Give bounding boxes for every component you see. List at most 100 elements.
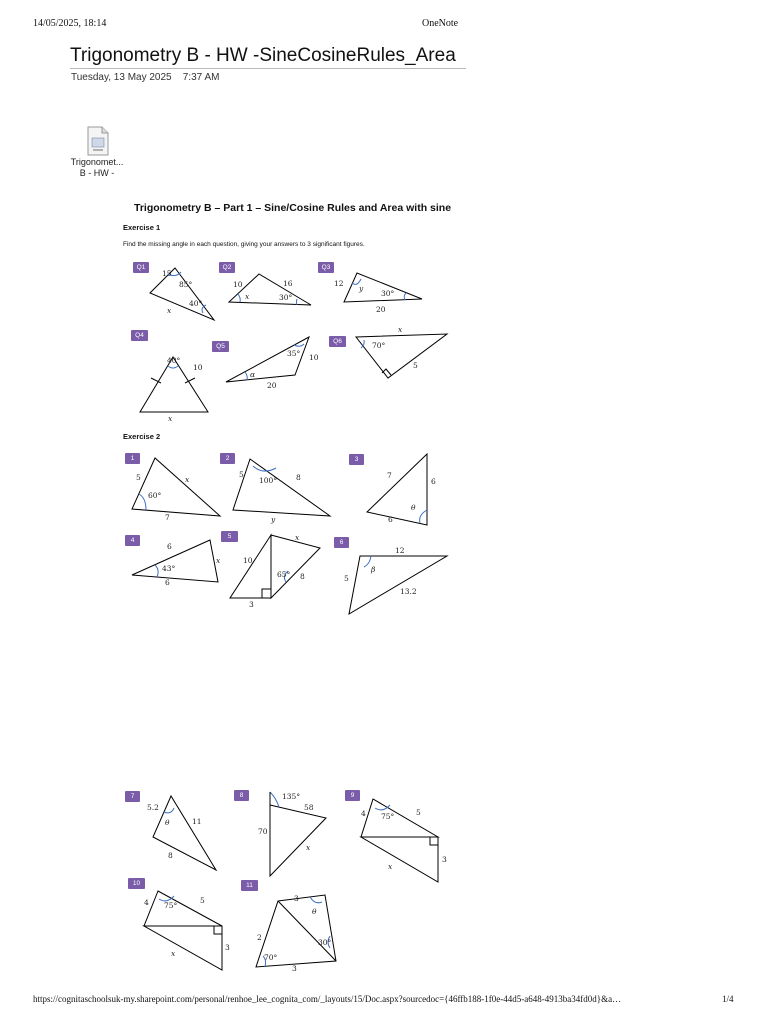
e5-angle-arc	[283, 570, 289, 583]
q3-label-side: 12	[334, 279, 344, 288]
e6-angle-arc	[363, 555, 372, 568]
q3-label-angle: 30°	[381, 289, 395, 298]
e5-right-angle	[261, 588, 272, 599]
badge-e10: 10	[128, 878, 145, 889]
badge-e8: 8	[234, 790, 249, 801]
q2-triangle-diagram: 10 16 x 30°	[227, 273, 312, 306]
q2-angle-arc	[237, 293, 241, 303]
e6-label-side: 5	[344, 574, 349, 583]
e5-label-side: 10	[243, 556, 253, 565]
q1-label-angle-top: 85°	[179, 280, 193, 289]
e3-triangle-diagram: 7 6 θ 6	[365, 452, 436, 526]
badge-q1: Q1	[133, 262, 149, 273]
q1-label-side: 15	[162, 269, 172, 278]
page-date: Tuesday, 13 May 2025 7:37 AM	[71, 72, 219, 83]
e11-label-theta: θ	[312, 907, 317, 916]
e10-right-angle	[213, 925, 223, 935]
e2-angle-arc	[252, 465, 277, 472]
exercise1-instruction: Find the missing angle in each question,…	[123, 241, 365, 248]
q1-triangle	[149, 267, 216, 322]
attachment-label[interactable]: Trigonomet... B - HW -	[67, 157, 127, 179]
e10-triangle-bottom	[142, 925, 223, 971]
q4-tick-left	[150, 377, 162, 384]
worksheet-title: Trigonometry B – Part 1 – Sine/Cosine Ru…	[134, 202, 452, 214]
badge-e5: 5	[221, 531, 238, 542]
e8-label-side: 58	[304, 803, 314, 812]
q2-label-side-left: 10	[233, 280, 243, 289]
badge-q3: Q3	[318, 262, 334, 273]
exercise2-heading: Exercise 2	[123, 432, 161, 441]
e5-label-side-right: 8	[300, 572, 305, 581]
badge-q6: Q6	[329, 336, 346, 347]
e9-label-right: 3	[442, 855, 447, 864]
e3-triangle	[365, 452, 428, 526]
e9-label-x: x	[388, 862, 393, 871]
q5-label-side: 10	[309, 353, 319, 362]
e7-label-base: 8	[168, 851, 173, 860]
e6-label-beta: β	[370, 565, 376, 574]
q3-triangle-diagram: 12 y 30° 20	[334, 272, 423, 314]
e7-triangle	[152, 794, 218, 872]
q2-label-angle: 30°	[279, 293, 293, 302]
badge-e1: 1	[125, 453, 140, 464]
q3-label-base: 20	[376, 305, 386, 314]
q4-triangle-diagram: 40° 10 x	[139, 356, 209, 423]
pdf-file-icon	[87, 126, 109, 156]
q6-angle-arc	[360, 339, 365, 349]
e9-right-angle	[429, 836, 439, 846]
e3-label-base: 6	[388, 515, 393, 524]
e1-triangle	[131, 457, 222, 517]
exercise1-heading: Exercise 1	[123, 223, 161, 232]
q1-label-x: x	[167, 306, 172, 315]
e1-label-side: 5	[136, 473, 141, 482]
q6-triangle-diagram: x 70° 5	[355, 325, 449, 379]
e10-angle-arc	[158, 895, 175, 902]
e10-label-angle: 75°	[164, 901, 178, 910]
badge-q4: Q4	[131, 330, 148, 341]
q4-angle-arc	[167, 365, 179, 369]
e5-label-base: 3	[249, 600, 254, 609]
e1-label-x: x	[185, 475, 190, 484]
e4-label-angle: 43°	[162, 564, 176, 573]
q4-label-x: x	[168, 414, 173, 423]
e9-label-side-left: 4	[361, 809, 366, 818]
badge-e11: 11	[241, 880, 258, 891]
attachment-file[interactable]	[84, 126, 112, 156]
e7-label-side-right: 11	[192, 817, 202, 826]
e8-label-angle: 135°	[282, 792, 300, 801]
q4-triangle	[139, 356, 209, 413]
print-page-count: 1/4	[722, 994, 734, 1004]
q1-triangle-diagram: 15 85° 40° x	[149, 267, 216, 322]
e2-triangle	[232, 458, 332, 517]
q3-angle-arc-2	[403, 292, 407, 301]
e1-label-base: 7	[165, 513, 170, 522]
e5-triangle-right	[270, 534, 321, 600]
e6-triangle	[348, 555, 449, 615]
page-time: 7:37 AM	[182, 72, 220, 83]
q5-triangle	[225, 335, 310, 383]
e3-label-side-left: 7	[387, 471, 392, 480]
e7-triangle-diagram: 5.2 θ 11 8	[147, 794, 218, 872]
q5-label-angle: 35°	[287, 349, 301, 358]
e7-label-side-left: 5.2	[147, 803, 159, 812]
q1-angle-arc	[167, 271, 182, 277]
e8-label-left: 70	[258, 827, 268, 836]
q3-label-y: y	[358, 284, 364, 293]
e1-triangle-diagram: 5 x 60° 7	[131, 457, 222, 522]
q2-triangle	[227, 273, 312, 306]
e4-label-x: x	[216, 556, 221, 565]
badge-e7: 7	[125, 791, 140, 802]
e11-label-base: 3	[292, 964, 297, 973]
q4-label-angle: 40°	[167, 356, 181, 365]
q2-angle-arc-2	[296, 298, 298, 306]
e11-angle-arc-30	[327, 935, 331, 949]
badge-q5: Q5	[212, 341, 229, 352]
badge-e2: 2	[220, 453, 235, 464]
e11-diagonal	[277, 900, 337, 962]
badge-q2: Q2	[219, 262, 235, 273]
e5-label-x: x	[295, 533, 300, 542]
e11-triangle-diagram: 3 θ 30° 2 70° 3	[255, 894, 337, 973]
e11-angle-arc-70	[262, 955, 267, 968]
e11-label-angle-70: 70°	[264, 953, 278, 962]
page-title[interactable]: Trigonometry B - HW -SineCosineRules_Are…	[70, 45, 466, 69]
